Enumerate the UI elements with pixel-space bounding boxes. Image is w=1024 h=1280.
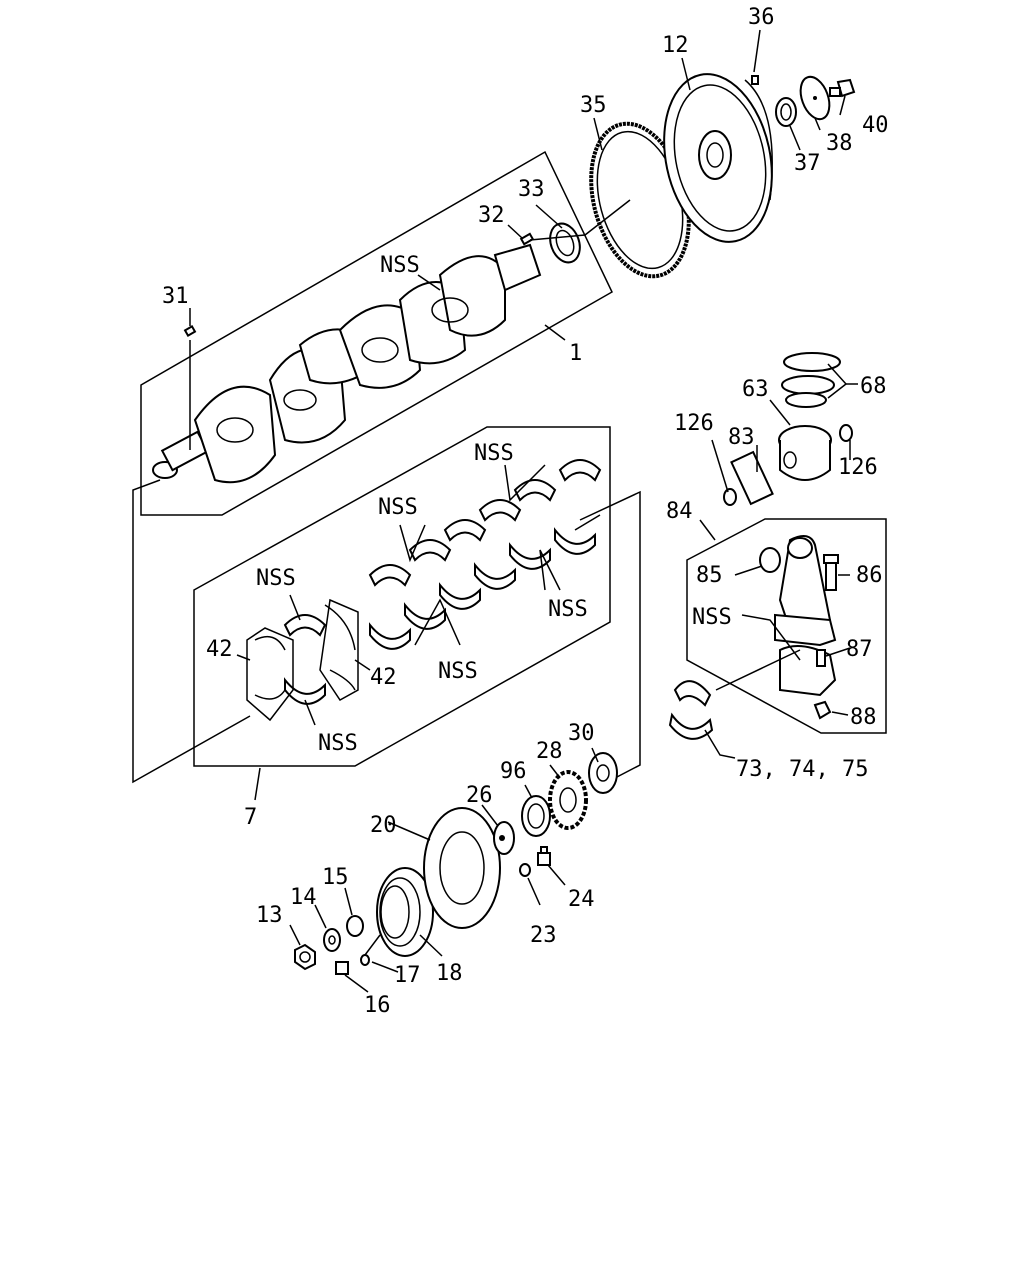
callout-84: 84 — [666, 499, 693, 524]
nss-label-rod: NSS — [692, 605, 732, 630]
flywheel-plate — [799, 75, 831, 121]
pulley-washer-17 — [360, 954, 370, 966]
main-bearings — [368, 459, 602, 650]
connecting-rod — [759, 535, 839, 720]
crank-washer — [323, 928, 341, 952]
callout-15: 15 — [322, 865, 349, 890]
thrust-washer-outline-right — [319, 598, 359, 701]
callout-68: 68 — [860, 374, 887, 399]
bracket-line-right — [579, 490, 641, 779]
callout-13: 13 — [256, 903, 283, 928]
flywheel-bolt — [829, 78, 856, 98]
oil-slinger — [521, 795, 551, 837]
callout-31: 31 — [162, 284, 189, 309]
timing-gear — [548, 770, 588, 830]
callout-126-left: 126 — [674, 411, 714, 436]
oil-pump-drive-gear — [493, 821, 515, 855]
callout-26: 26 — [466, 783, 493, 808]
connecting-rod-group-outline — [686, 518, 887, 734]
callout-30: 30 — [568, 721, 595, 746]
nss-label-thrust-lower: NSS — [318, 731, 358, 756]
crank-nut — [294, 943, 316, 971]
thrust-washer-outline-left — [246, 627, 294, 722]
callout-87: 87 — [846, 637, 873, 662]
callout-85: 85 — [696, 563, 723, 588]
callout-126-right: 126 — [838, 455, 878, 480]
dowel-pin — [751, 75, 759, 85]
nss-label-bearings-mid: NSS — [378, 495, 418, 520]
callout-42-left: 42 — [206, 637, 233, 662]
callout-1: 1 — [569, 341, 582, 366]
callout-16: 16 — [364, 993, 391, 1018]
pulley-bolt-24 — [537, 846, 551, 866]
front-spacer — [588, 752, 618, 794]
callout-83: 83 — [728, 425, 755, 450]
callout-14: 14 — [290, 885, 317, 910]
callout-40: 40 — [862, 113, 889, 138]
rod-bearing-shells — [668, 680, 714, 740]
pulley-washer — [519, 863, 531, 877]
callout-24: 24 — [568, 887, 595, 912]
nss-label-crankshaft: NSS — [380, 253, 420, 278]
callout-37: 37 — [794, 151, 821, 176]
piston-pin — [730, 450, 774, 506]
callout-33: 33 — [518, 177, 545, 202]
callout-42-right: 42 — [370, 665, 397, 690]
nss-label-thrust-upper: NSS — [256, 566, 296, 591]
leader-lines — [189, 29, 858, 993]
damper-pulley — [423, 807, 501, 929]
crankshaft-group-outline — [140, 150, 613, 516]
piston — [778, 425, 832, 481]
crank-pulley — [376, 867, 434, 957]
pulley-bolt-16 — [335, 961, 349, 975]
callout-32: 32 — [478, 203, 505, 228]
callout-36: 36 — [748, 5, 775, 30]
callout-63: 63 — [742, 377, 769, 402]
callout-20: 20 — [370, 813, 397, 838]
flywheel — [663, 73, 773, 243]
callout-96: 96 — [500, 759, 527, 784]
piston-rings — [781, 352, 841, 408]
callout-17: 17 — [394, 963, 421, 988]
callout-86: 86 — [856, 563, 883, 588]
callout-23: 23 — [530, 923, 557, 948]
crankshaft — [152, 232, 542, 484]
pilot-bearing — [775, 97, 797, 127]
callout-38: 38 — [826, 131, 853, 156]
snap-ring-right — [839, 424, 853, 442]
rear-oil-seal — [549, 222, 581, 264]
thrust-bearings — [254, 604, 356, 705]
callout-labels: 36 12 35 33 32 31 NSS 1 40 38 37 68 63 1… — [162, 5, 889, 1018]
callout-18: 18 — [436, 961, 463, 986]
snap-ring-left — [723, 488, 737, 506]
crank-collar — [346, 915, 364, 937]
nss-label-bearings-right: NSS — [548, 597, 588, 622]
bearing-group-outline — [193, 426, 611, 767]
bracket-line-left — [132, 479, 251, 784]
callout-7: 7 — [244, 805, 257, 830]
callout-73-74-75: 73, 74, 75 — [736, 757, 868, 782]
nss-label-bearings-upper: NSS — [474, 441, 514, 466]
callout-88: 88 — [850, 705, 877, 730]
nss-label-bearings-lower: NSS — [438, 659, 478, 684]
callout-35: 35 — [580, 93, 607, 118]
callout-12: 12 — [662, 33, 689, 58]
callout-28: 28 — [536, 739, 563, 764]
